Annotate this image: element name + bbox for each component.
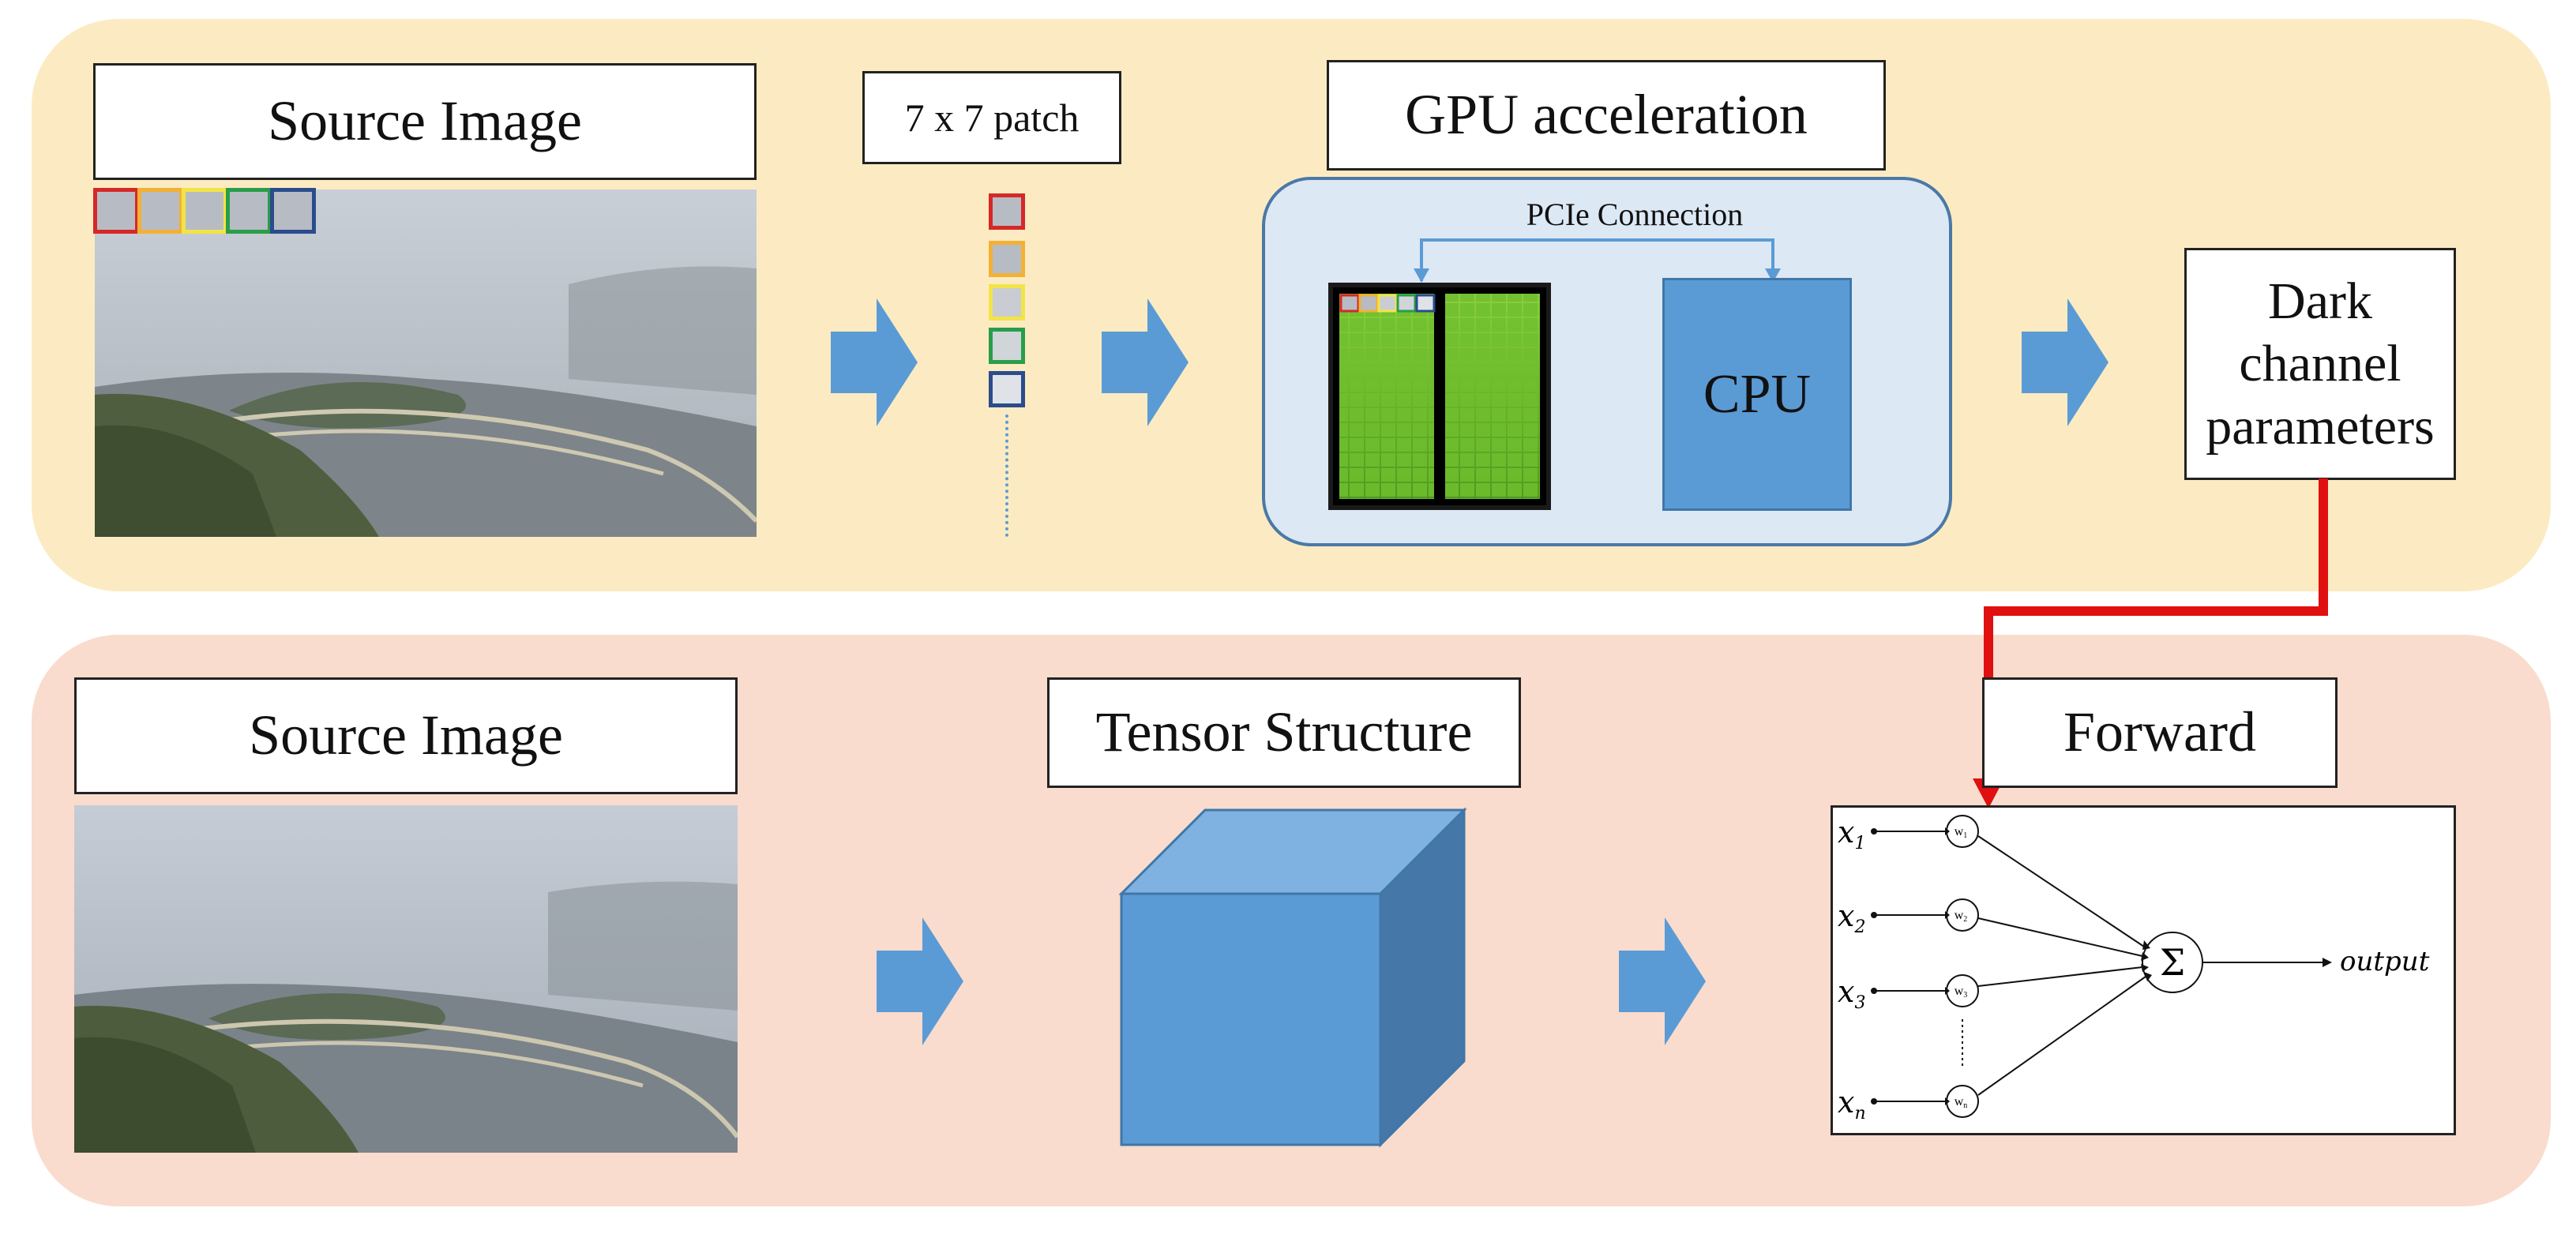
pcie-connection-label: PCIe Connection bbox=[1526, 197, 1744, 232]
patch-square-yellow bbox=[182, 188, 227, 234]
patch-column-dotted-line bbox=[1005, 414, 1008, 537]
sum-symbol: Σ bbox=[2160, 941, 2186, 984]
dark-channel-line-2: channel bbox=[2239, 335, 2401, 393]
arrow-right-1 bbox=[831, 298, 918, 426]
tensor-cube bbox=[1118, 807, 1467, 1148]
input-x1: x1 bbox=[1838, 815, 1865, 853]
dark-channel-parameters-label: Dark channel parameters bbox=[2184, 248, 2456, 480]
weight-w1: w1 bbox=[1955, 825, 1968, 840]
patch-column-yellow bbox=[989, 284, 1025, 321]
pcie-connection-line bbox=[1414, 238, 1781, 283]
gpu-acceleration-label: GPU acceleration bbox=[1327, 60, 1886, 171]
source-image-label-bottom: Source Image bbox=[74, 677, 738, 794]
patch-column-orange bbox=[989, 241, 1025, 277]
patch-label: 7 x 7 patch bbox=[862, 71, 1121, 164]
arrow-right-3 bbox=[2022, 298, 2108, 426]
input-x3: x3 bbox=[1838, 974, 1865, 1013]
dark-channel-line-3: parameters bbox=[2206, 397, 2435, 456]
arrow-right-5 bbox=[1619, 917, 1706, 1045]
arrow-right-2 bbox=[1102, 298, 1188, 426]
input-xn: xn bbox=[1838, 1085, 1866, 1123]
output-label: output bbox=[2340, 946, 2430, 977]
cpu-box: CPU bbox=[1662, 278, 1852, 511]
gpu-chip bbox=[1328, 283, 1551, 510]
weight-w2: w2 bbox=[1955, 909, 1968, 924]
input-x2: x2 bbox=[1838, 898, 1865, 937]
forward-label: Forward bbox=[1982, 677, 2338, 788]
foggy-source-image-top bbox=[95, 189, 757, 537]
weight-w3: w3 bbox=[1955, 985, 1968, 1000]
patch-square-blue bbox=[270, 188, 316, 234]
patch-column-red bbox=[989, 193, 1025, 230]
patch-square-green bbox=[226, 188, 272, 234]
cpu-label: CPU bbox=[1703, 363, 1812, 425]
source-image-label-top: Source Image bbox=[93, 63, 757, 180]
dark-channel-line-1: Dark bbox=[2268, 272, 2372, 331]
patch-square-orange bbox=[137, 188, 183, 234]
patch-square-red bbox=[93, 188, 139, 234]
patch-column-green bbox=[989, 328, 1025, 364]
arrow-right-4 bbox=[877, 917, 963, 1045]
foggy-source-image-bottom bbox=[74, 805, 738, 1153]
weight-wn: wn bbox=[1955, 1095, 1968, 1110]
tensor-structure-label: Tensor Structure bbox=[1047, 677, 1521, 788]
patch-column-blue bbox=[989, 371, 1025, 407]
neural-net-box: x1 x2 x3 xn w1 w2 w3 wn Σ output bbox=[1831, 805, 2456, 1135]
